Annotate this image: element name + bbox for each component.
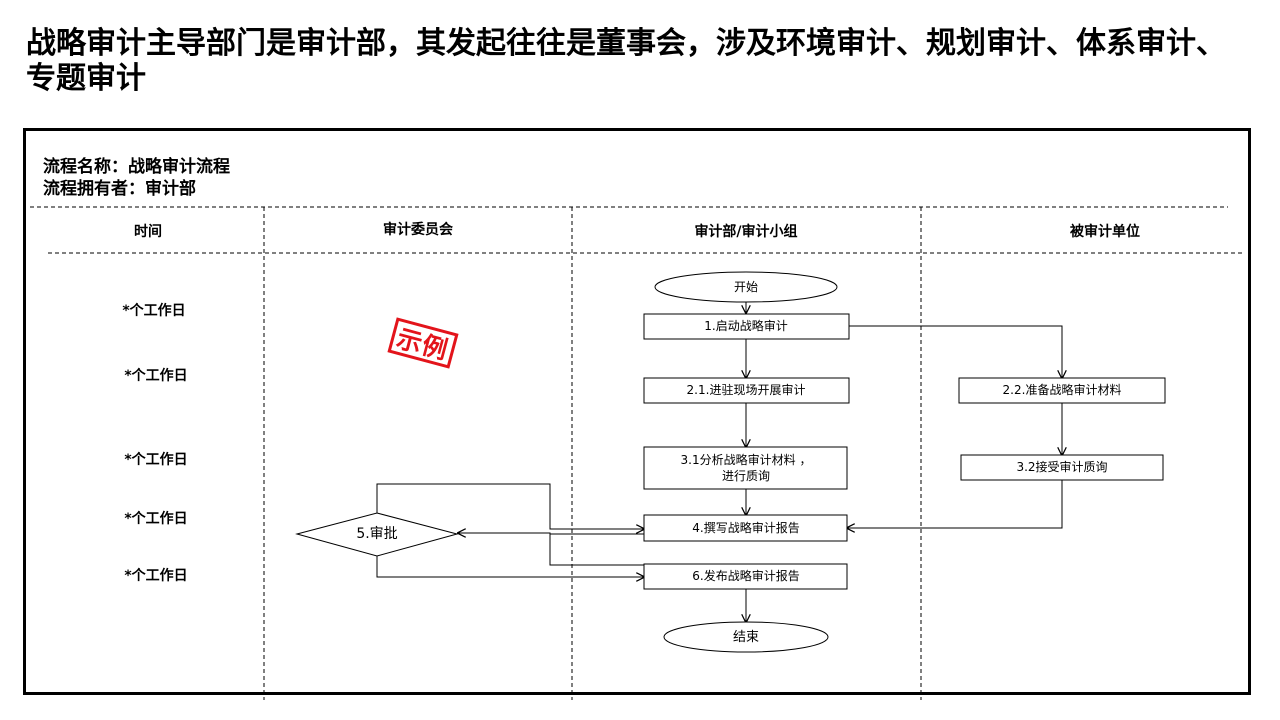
connector-step5-to-step6 [376, 556, 644, 577]
connector-step1-to-step2-2 [849, 325, 1062, 378]
step1-box [643, 313, 850, 340]
step2-2-box [958, 377, 1166, 404]
lane-header-audit-team: 审计部/审计小组 [694, 223, 797, 240]
step2-1-box [643, 377, 850, 404]
step2-2-label: 2.2.准备战略审计材料 [1003, 382, 1122, 397]
connector-loop-to-step6 [549, 534, 644, 566]
step6-box [643, 563, 848, 590]
step6-label: 6.发布战略审计报告 [692, 568, 799, 583]
process-owner: 流程拥有者：审计部 [43, 179, 196, 199]
start-terminator [654, 271, 838, 303]
step2-1-label: 2.1.进驻现场开展审计 [687, 382, 806, 397]
lane-header-audited-unit: 被审计单位 [1070, 223, 1140, 240]
flowchart-frame [23, 128, 1251, 695]
end-terminator [663, 621, 829, 653]
time-label-3: *个工作日 [124, 451, 187, 468]
time-label-4: *个工作日 [124, 510, 187, 527]
page-title: 战略审计主导部门是审计部，其发起往往是董事会，涉及环境审计、规划审计、体系审计、… [26, 26, 1226, 96]
lane-header-time: 时间 [134, 223, 162, 240]
step4-label: 4.撰写战略审计报告 [692, 520, 799, 535]
step5-decision [295, 512, 459, 557]
time-label-2: *个工作日 [124, 367, 187, 384]
step4-box [643, 514, 848, 542]
step3-2-label: 3.2接受审计质询 [1016, 459, 1107, 474]
connector-step3-2-to-step4 [847, 480, 1063, 528]
end-label: 结束 [733, 630, 759, 645]
connector-step4-to-step5-b [458, 533, 551, 534]
step5-label: 5.审批 [356, 526, 397, 542]
step3-1-label-line2: 进行质询 [722, 469, 770, 483]
start-label: 开始 [734, 280, 758, 294]
step1-label: 1.启动战略审计 [704, 318, 787, 333]
time-label-5: *个工作日 [124, 567, 187, 584]
step3-1-label-line1: 3.1分析战略审计材料 ， [681, 452, 812, 467]
step3-1-box [643, 446, 848, 490]
connector-step5-back-to-step4 [376, 483, 644, 529]
process-name: 流程名称：战略审计流程 [43, 157, 230, 177]
time-label-1: *个工作日 [122, 302, 185, 319]
process-info: 流程名称：战略审计流程 流程拥有者：审计部 [43, 156, 230, 200]
lane-header-committee: 审计委员会 [383, 221, 454, 238]
step3-2-box [960, 454, 1164, 481]
